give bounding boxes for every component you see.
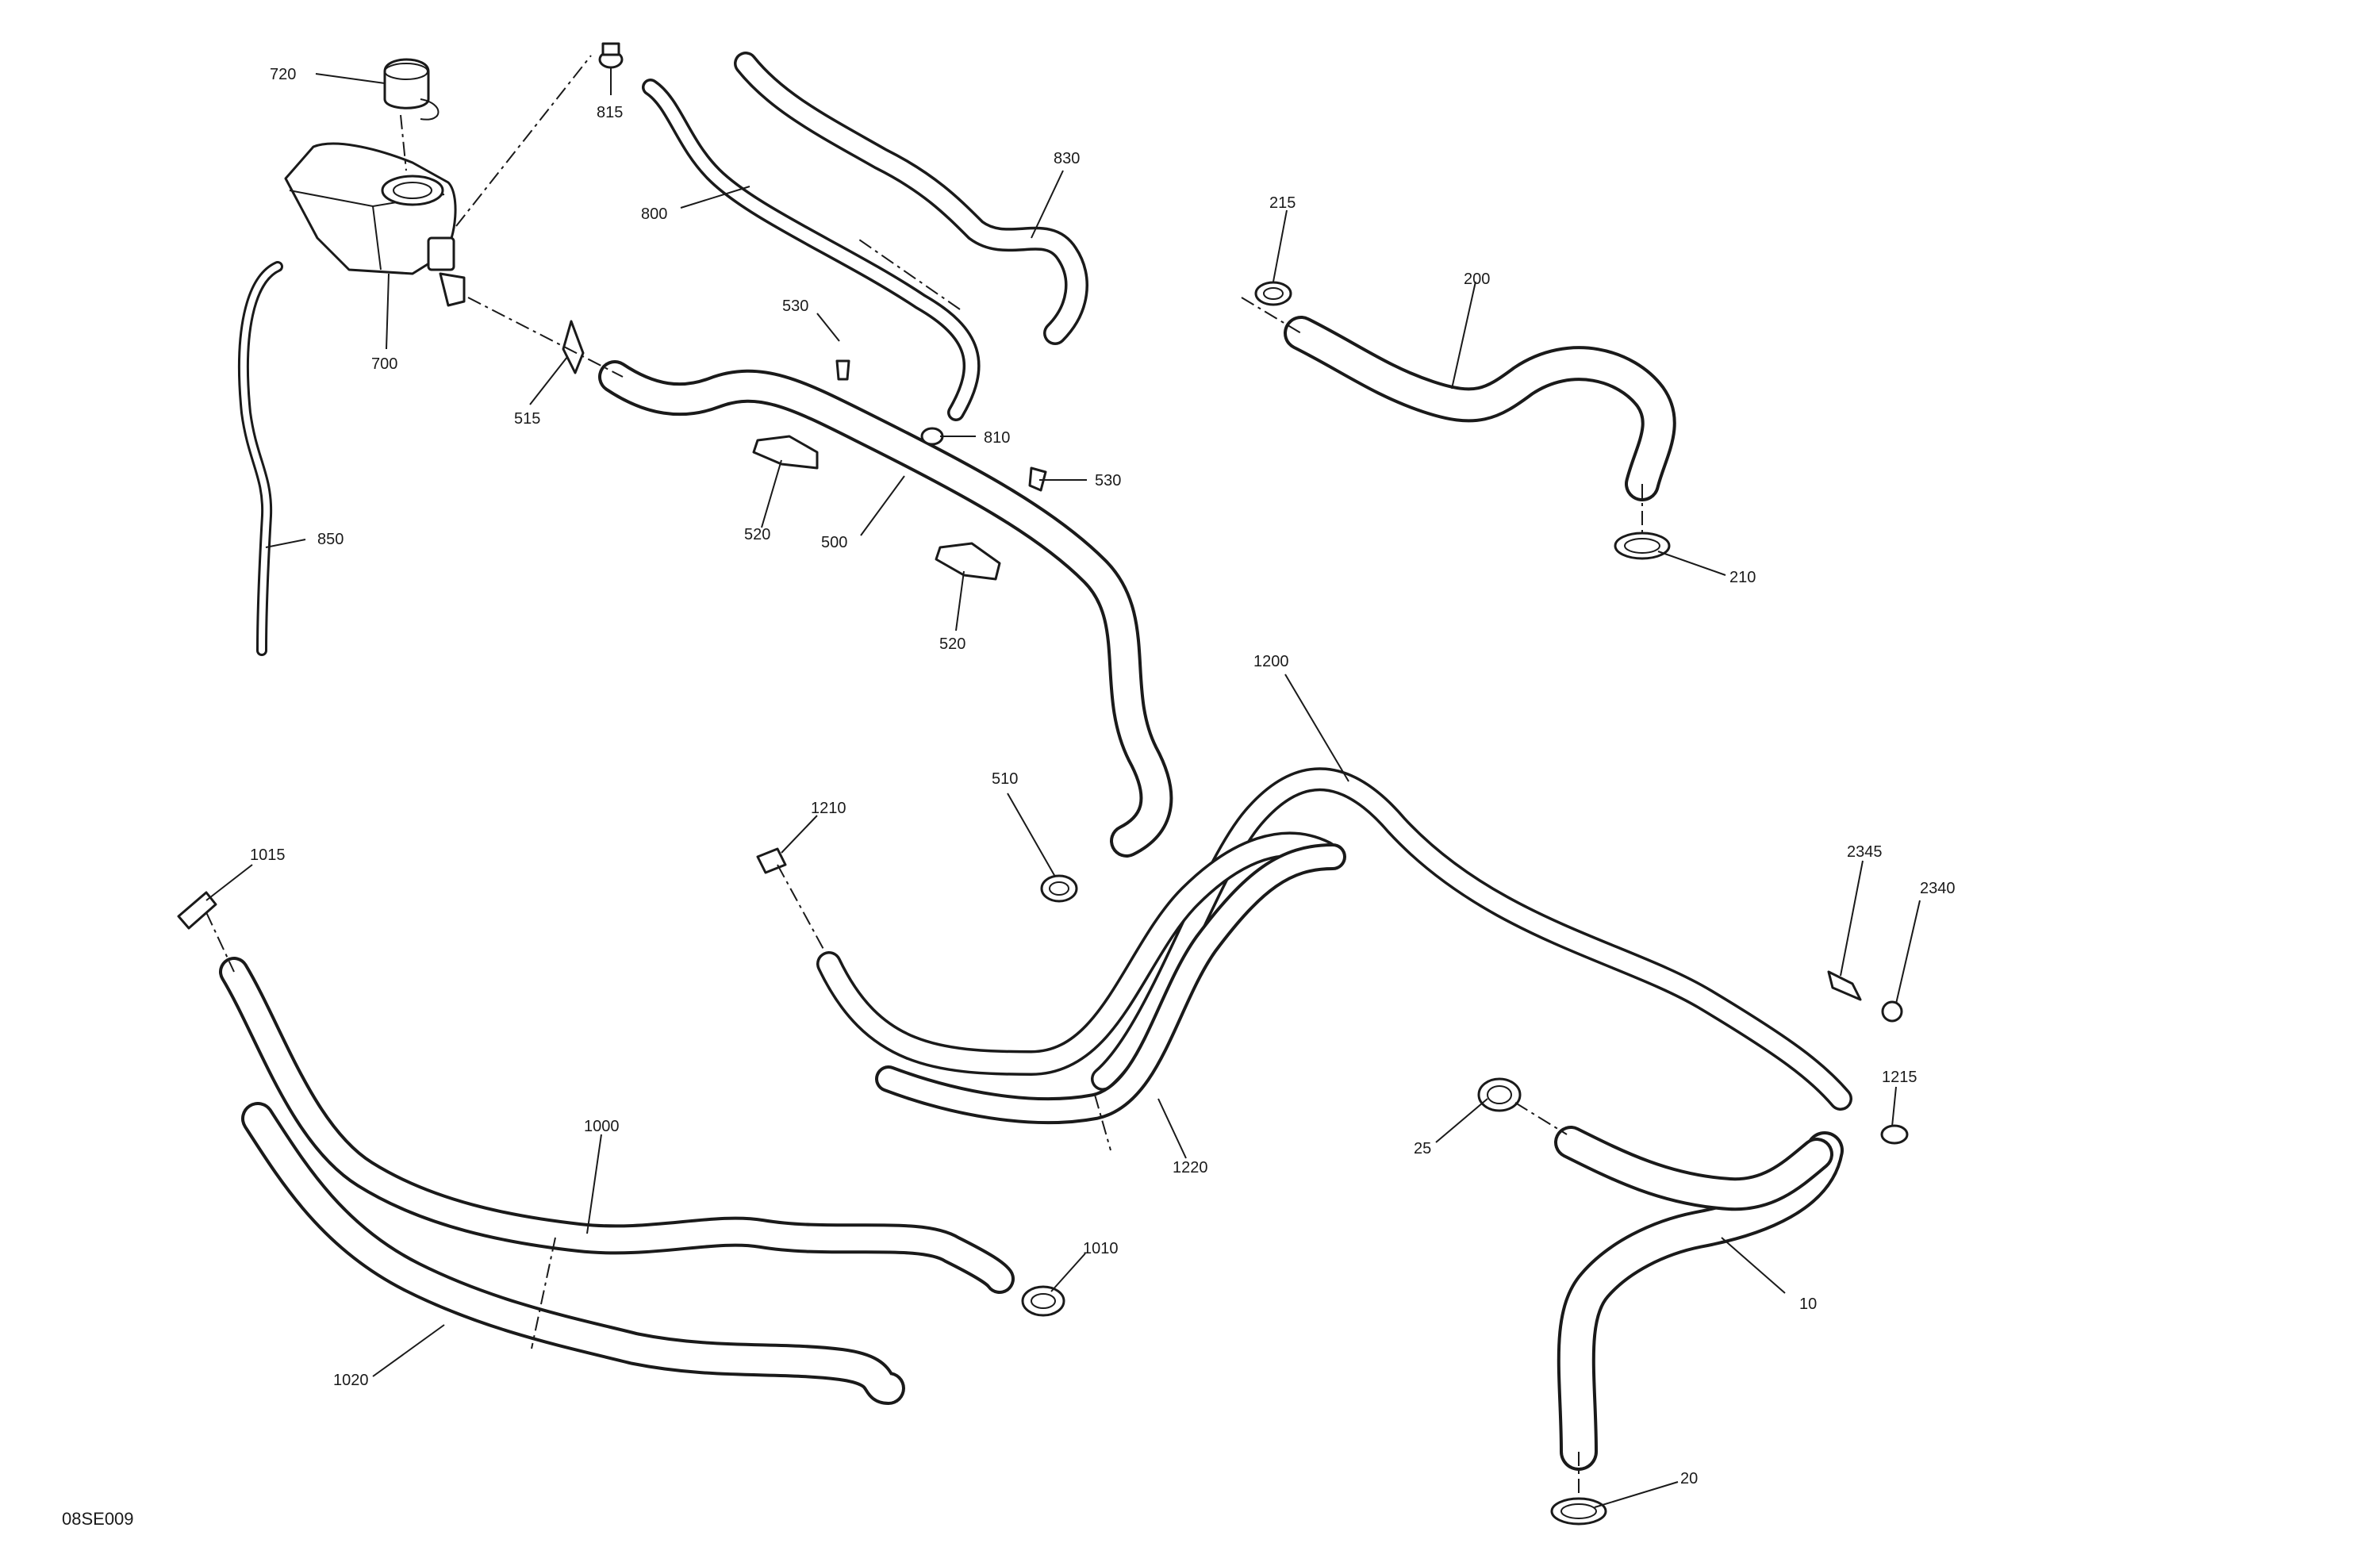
callout-530-a: 530 xyxy=(782,297,808,315)
callout-800: 800 xyxy=(641,205,667,223)
clamp-515 xyxy=(562,320,585,374)
callout-830: 830 xyxy=(1054,150,1080,167)
callout-25: 25 xyxy=(1414,1140,1431,1157)
callout-labels: 720 815 830 800 215 200 700 530 515 810 … xyxy=(250,66,1956,1487)
hose-1210 xyxy=(816,831,1338,1076)
callout-2345: 2345 xyxy=(1847,843,1883,861)
callout-510: 510 xyxy=(992,770,1018,788)
callout-1210: 1210 xyxy=(811,800,846,817)
callout-520-b: 520 xyxy=(939,635,965,653)
reservoir-cap-720 xyxy=(383,58,440,121)
callout-210: 210 xyxy=(1729,569,1756,586)
fitting-2340 xyxy=(1881,1000,1903,1023)
callout-10: 10 xyxy=(1799,1295,1817,1313)
clamp-20 xyxy=(1550,1497,1607,1526)
callout-1020: 1020 xyxy=(333,1372,369,1389)
callout-530-b: 530 xyxy=(1095,472,1121,489)
callout-1015: 1015 xyxy=(250,846,286,864)
callout-215: 215 xyxy=(1269,194,1296,212)
callout-1010: 1010 xyxy=(1083,1240,1119,1257)
callout-200: 200 xyxy=(1464,271,1490,288)
bracket-520b xyxy=(935,542,1001,581)
assembly-lines xyxy=(205,55,1643,1499)
callout-2340: 2340 xyxy=(1920,880,1956,897)
hose-1020 xyxy=(241,1102,905,1405)
clamp-810 xyxy=(920,427,944,446)
callout-1000: 1000 xyxy=(584,1118,620,1135)
callout-500: 500 xyxy=(821,534,847,551)
hose-1220 xyxy=(875,843,1346,1125)
diagram-code: 08SE009 xyxy=(62,1509,134,1529)
callout-700: 700 xyxy=(371,355,397,373)
clamp-25 xyxy=(1477,1077,1522,1112)
callout-850: 850 xyxy=(317,531,344,548)
hose-830 xyxy=(734,52,1088,345)
bracket-520a xyxy=(752,435,819,470)
callout-520-a: 520 xyxy=(744,526,770,543)
callout-720: 720 xyxy=(270,66,296,83)
leader-lines xyxy=(205,67,1921,1508)
fitting-1015 xyxy=(177,891,217,930)
screw-530b xyxy=(1028,466,1047,492)
hose-850 xyxy=(237,261,283,656)
callout-20: 20 xyxy=(1680,1470,1698,1487)
screw-530a xyxy=(835,359,850,381)
hose-200 xyxy=(1284,316,1676,501)
callout-1200: 1200 xyxy=(1253,653,1289,670)
hose-10 xyxy=(1554,1126,1844,1471)
hose-500 xyxy=(598,360,1173,858)
hose-800 xyxy=(642,79,981,421)
clamp-510 xyxy=(1040,874,1078,903)
coolant-reservoir-700 xyxy=(284,142,466,307)
hose-1000 xyxy=(219,957,1015,1294)
clamp-815 xyxy=(598,42,624,69)
hose-1200 xyxy=(1091,767,1852,1111)
clamp-210 xyxy=(1614,532,1671,560)
clamp-1010 xyxy=(1021,1285,1065,1317)
fitting-2345 xyxy=(1827,970,1862,1001)
callout-515: 515 xyxy=(514,410,540,428)
callout-815: 815 xyxy=(597,104,623,121)
callout-1215: 1215 xyxy=(1882,1069,1917,1086)
clamp-1215 xyxy=(1880,1124,1909,1145)
callout-810: 810 xyxy=(984,429,1010,447)
callout-1220: 1220 xyxy=(1173,1159,1208,1176)
clamp-215 xyxy=(1254,281,1292,306)
